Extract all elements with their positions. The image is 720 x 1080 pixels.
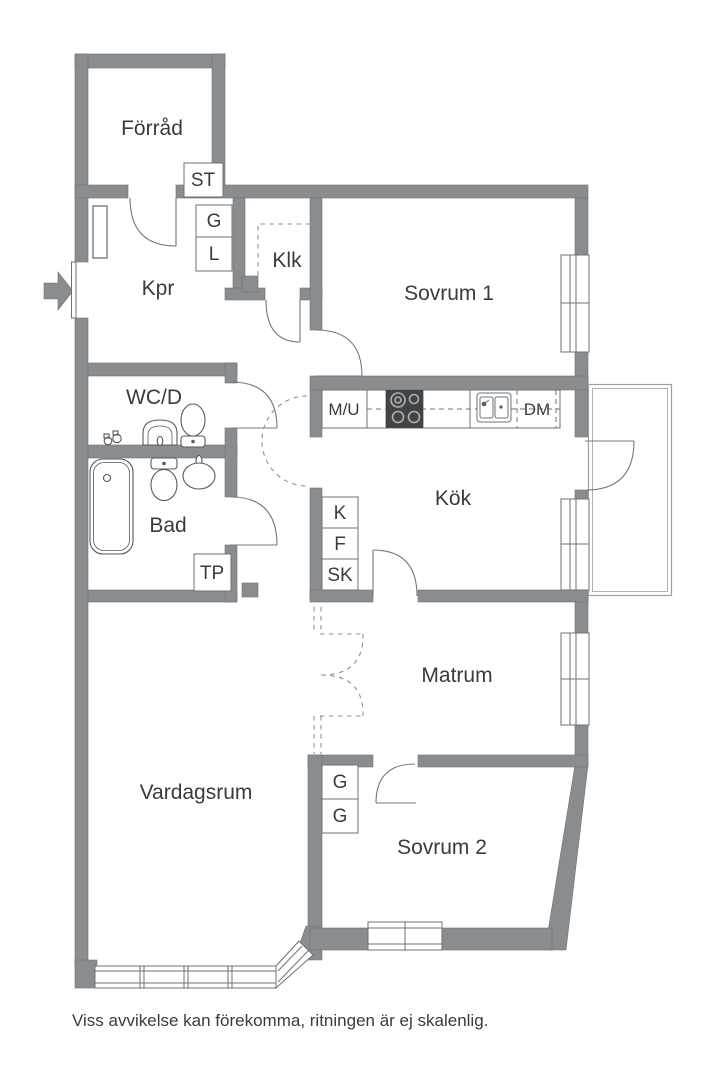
wall-slanted — [544, 764, 589, 951]
window-matrum — [560, 632, 590, 726]
disclaimer-text: Viss avvikelse kan förekomma, ritningen … — [72, 1011, 488, 1030]
kitchen-opening-dashed-swing — [261, 395, 308, 487]
closet-box-sk — [321, 558, 359, 591]
window-kok — [560, 498, 590, 591]
bathtub-icon — [89, 458, 134, 555]
room-label-bad: Bad — [149, 514, 186, 537]
balcony-outer-edge — [587, 383, 673, 597]
wall — [309, 389, 323, 438]
closet-label-g-sov2-bottom: G — [333, 806, 348, 827]
closet-box-g-sov2-bottom — [321, 798, 359, 834]
wall — [224, 427, 238, 498]
pipe-shaft — [241, 275, 259, 293]
wall — [74, 317, 89, 969]
closet-box-tp — [193, 553, 232, 592]
wall — [87, 444, 238, 459]
wall — [309, 487, 323, 601]
walls — [43, 53, 589, 989]
closet-box-f — [321, 527, 359, 560]
wall — [574, 351, 589, 438]
room-label-kok: Kök — [435, 487, 472, 510]
kitchen-label-micro: M/U — [328, 400, 359, 419]
wall — [441, 927, 553, 951]
balcony — [587, 383, 673, 597]
windows — [71, 254, 590, 990]
window-vardagsrum-bay — [94, 940, 314, 990]
wall — [309, 197, 323, 331]
door-sovrum1 — [315, 329, 363, 377]
door-klk — [265, 299, 301, 343]
room-label-klk: Klk — [272, 249, 302, 272]
wall — [574, 489, 589, 500]
closet-box-k — [321, 496, 359, 529]
door-balcony — [585, 440, 635, 491]
closet-label-sk: SK — [327, 565, 353, 586]
door-wcd — [230, 381, 278, 429]
room-label-sovrum2: Sovrum 2 — [397, 836, 487, 859]
room-label-wcd: WC/D — [126, 386, 182, 409]
wall — [309, 927, 369, 951]
wall — [309, 375, 589, 391]
wall — [74, 184, 129, 199]
stove-icon — [386, 390, 423, 428]
closet-label-l-hall: L — [209, 244, 220, 265]
closet-box-st — [183, 162, 224, 198]
wall — [87, 589, 238, 603]
closet-boxes — [183, 162, 359, 834]
closet-label-st: ST — [191, 170, 216, 191]
wall — [309, 589, 374, 603]
wall — [574, 197, 589, 256]
wall — [74, 53, 226, 69]
wall — [307, 754, 323, 936]
door-kok — [372, 549, 418, 597]
closet-label-g-sov2-top: G — [333, 772, 348, 793]
door-sovrum2 — [375, 763, 416, 804]
doors — [129, 197, 635, 804]
wall — [224, 362, 238, 384]
closet-label-f: F — [334, 534, 346, 555]
bad-toilet-icon — [150, 457, 178, 502]
fixtures — [89, 205, 216, 555]
closet-box-g-sov2-top — [321, 764, 359, 800]
window-sovrum1 — [560, 254, 590, 353]
wall — [74, 959, 98, 989]
kitchen-sink-icon — [476, 392, 512, 423]
entry-door — [71, 261, 77, 319]
kitchen-label-dishwasher: DM — [524, 400, 550, 419]
closet-box-g-hall — [195, 204, 233, 238]
pipe-shaft — [241, 582, 259, 598]
room-label-kpr: Kpr — [142, 277, 175, 300]
hall-wardrobe — [92, 205, 108, 259]
wall — [87, 362, 238, 377]
closet-box-l-hall — [195, 236, 233, 272]
window-sovrum2 — [367, 921, 443, 951]
room-label-matrum: Matrum — [421, 664, 492, 687]
wall — [417, 589, 589, 603]
room-label-sovrum1: Sovrum 1 — [404, 282, 494, 305]
wall — [175, 184, 589, 199]
labels: Förråd Kpr Klk Sovrum 1 WC/D Bad Kök Mat… — [72, 117, 550, 1030]
taps-icon — [103, 430, 122, 446]
wall — [74, 53, 89, 263]
closet-label-g-hall: G — [207, 211, 222, 232]
closet-label-tp: TP — [200, 563, 224, 584]
door-forrad — [129, 197, 177, 247]
wall — [232, 197, 246, 289]
vardagsrum-matrum-dashed-opening — [313, 598, 364, 754]
room-label-vardagsrum: Vardagsrum — [140, 781, 253, 804]
wcd-washbasin-icon — [142, 419, 178, 447]
bad-washbasin-icon — [182, 454, 216, 490]
room-label-forrad: Förråd — [121, 117, 183, 140]
kitchen-counter — [321, 389, 561, 429]
wall — [417, 754, 589, 768]
dashed-elements — [257, 223, 364, 754]
wcd-toilet-icon — [180, 403, 206, 448]
door-bad — [230, 496, 278, 546]
entrance-arrow-icon — [43, 271, 74, 311]
closet-label-k: K — [334, 503, 347, 524]
